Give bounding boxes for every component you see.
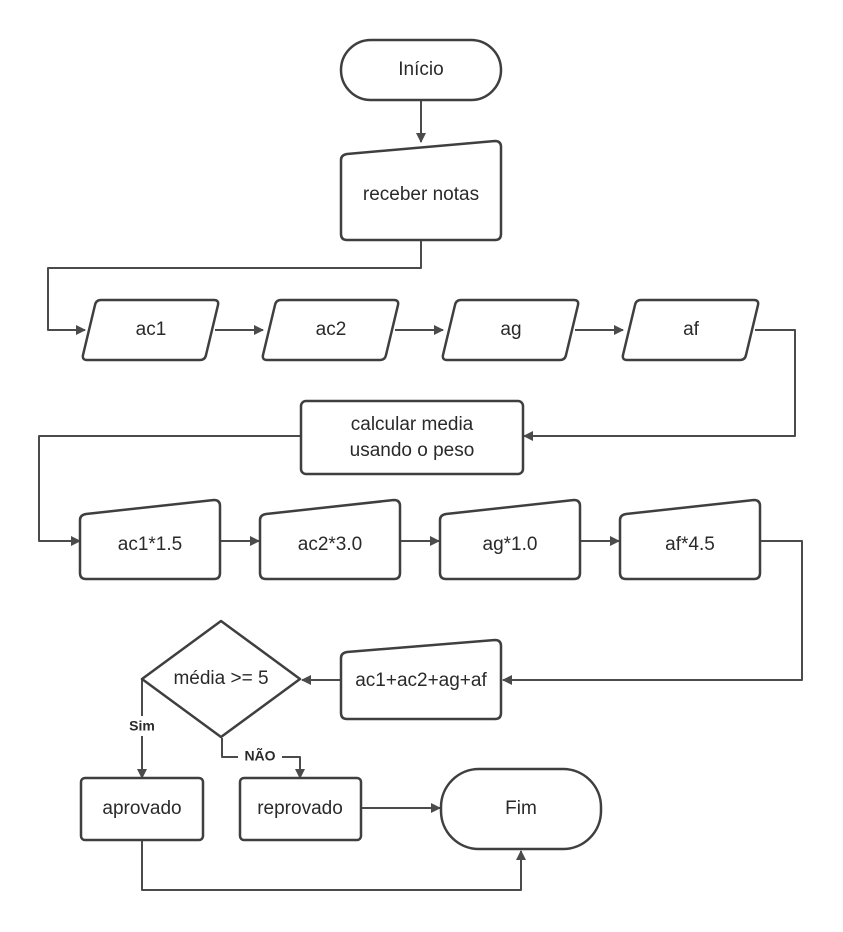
node-ac2-peso: ac2*3.0 xyxy=(258,498,402,581)
node-decisao-label: média >= 5 xyxy=(173,668,268,689)
node-soma-label: ac1+ac2+ag+af xyxy=(355,670,487,691)
edge-label-nao-text: NÃO xyxy=(244,747,275,764)
node-ac2: ac2 xyxy=(261,298,400,362)
edge-afpeso-to-soma xyxy=(502,540,803,685)
node-ac1-label: ac1 xyxy=(136,319,167,340)
node-calcular-media-line1: calcular media xyxy=(351,414,474,435)
node-inicio: Início xyxy=(339,38,503,102)
node-ag-peso-label: ag*1.0 xyxy=(483,534,538,555)
edge-label-sim-text: Sim xyxy=(129,718,155,734)
node-ac2-label: ac2 xyxy=(316,319,347,340)
node-ag-peso: ag*1.0 xyxy=(438,498,582,581)
node-aprovado: aprovado xyxy=(79,776,205,842)
node-calcular-media-line2: usando o peso xyxy=(350,440,475,461)
edge-calcular-to-ac1peso xyxy=(38,435,300,546)
edge-aprovado-to-fim xyxy=(141,840,526,891)
node-af: af xyxy=(621,298,760,362)
node-ac1-peso-label: ac1*1.5 xyxy=(118,534,182,555)
node-af-peso-label: af*4.5 xyxy=(665,534,715,555)
node-fim: Fim xyxy=(439,767,603,851)
edge-label-sim: Sim xyxy=(124,716,160,736)
node-aprovado-label: aprovado xyxy=(102,798,181,819)
node-af-label: af xyxy=(683,319,700,340)
node-reprovado: reprovado xyxy=(238,776,363,842)
node-receber-notas-label: receber notas xyxy=(363,184,479,205)
node-ag-label: ag xyxy=(500,319,521,340)
node-ac1-peso: ac1*1.5 xyxy=(78,498,222,581)
node-fim-label: Fim xyxy=(505,798,537,819)
node-inicio-label: Início xyxy=(398,59,443,80)
edge-label-nao: NÃO xyxy=(238,746,282,768)
edge-receber-to-ac1 xyxy=(47,240,422,335)
node-ag: ag xyxy=(441,298,580,362)
node-decisao: média >= 5 xyxy=(140,619,302,739)
node-calcular-media: calcular media usando o peso xyxy=(299,399,525,476)
node-ac1: ac1 xyxy=(81,298,220,362)
node-af-peso: af*4.5 xyxy=(618,498,762,581)
edge-af-to-calcular xyxy=(523,329,796,441)
node-ac2-peso-label: ac2*3.0 xyxy=(298,534,362,555)
node-reprovado-label: reprovado xyxy=(257,798,343,819)
node-receber-notas: receber notas xyxy=(339,139,503,242)
node-soma: ac1+ac2+ag+af xyxy=(339,638,503,721)
